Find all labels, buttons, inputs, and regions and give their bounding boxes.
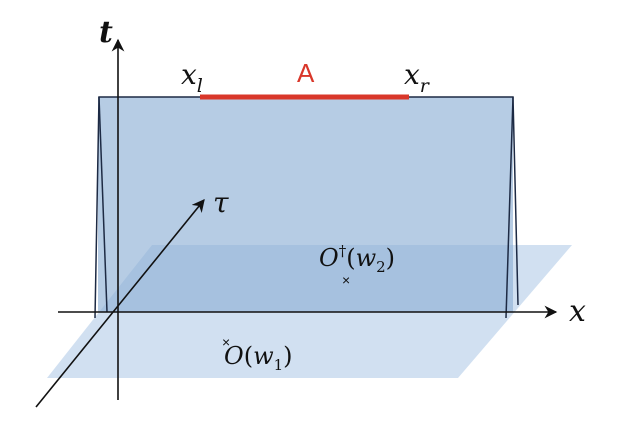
operator-o1-sub: 1	[274, 356, 284, 374]
operator-o1-close: )	[283, 342, 292, 370]
operator-o2-open: (	[346, 244, 355, 272]
interval-right-sub: r	[420, 75, 431, 97]
operator-o1-marker: ×	[222, 334, 230, 350]
operator-o2-var: w	[356, 244, 377, 272]
t-axis-label: t	[99, 15, 113, 50]
tau-axis-label: τ	[213, 186, 229, 219]
interval-right-label: xr	[404, 58, 431, 97]
tau-axis	[35, 199, 205, 408]
operator-o1-base: O	[224, 342, 244, 370]
interval-left-label: xl	[181, 58, 203, 97]
operator-o2-sub: 2	[376, 258, 386, 276]
vertical-sheet	[98, 97, 513, 312]
interval-left-sub: l	[197, 75, 203, 97]
operator-o2-base: O	[319, 244, 339, 272]
interval-left-var: x	[181, 58, 197, 91]
operator-o1-open: (	[244, 342, 253, 370]
sheet-left-edge	[98, 96, 108, 313]
x-axis-label: x	[569, 294, 586, 329]
interval-right-var: x	[404, 58, 420, 91]
operator-o2-close: )	[386, 244, 395, 272]
interval-a-label: A	[297, 58, 315, 88]
operator-o2-dagger: †	[339, 242, 347, 260]
operator-o2-marker: ×	[342, 272, 350, 288]
operator-o2-label: O†(w2)	[319, 242, 395, 276]
operator-o1-label: O(w1)	[224, 342, 293, 374]
sheet-right-edge	[505, 96, 514, 319]
operator-o1-var: w	[253, 342, 274, 370]
